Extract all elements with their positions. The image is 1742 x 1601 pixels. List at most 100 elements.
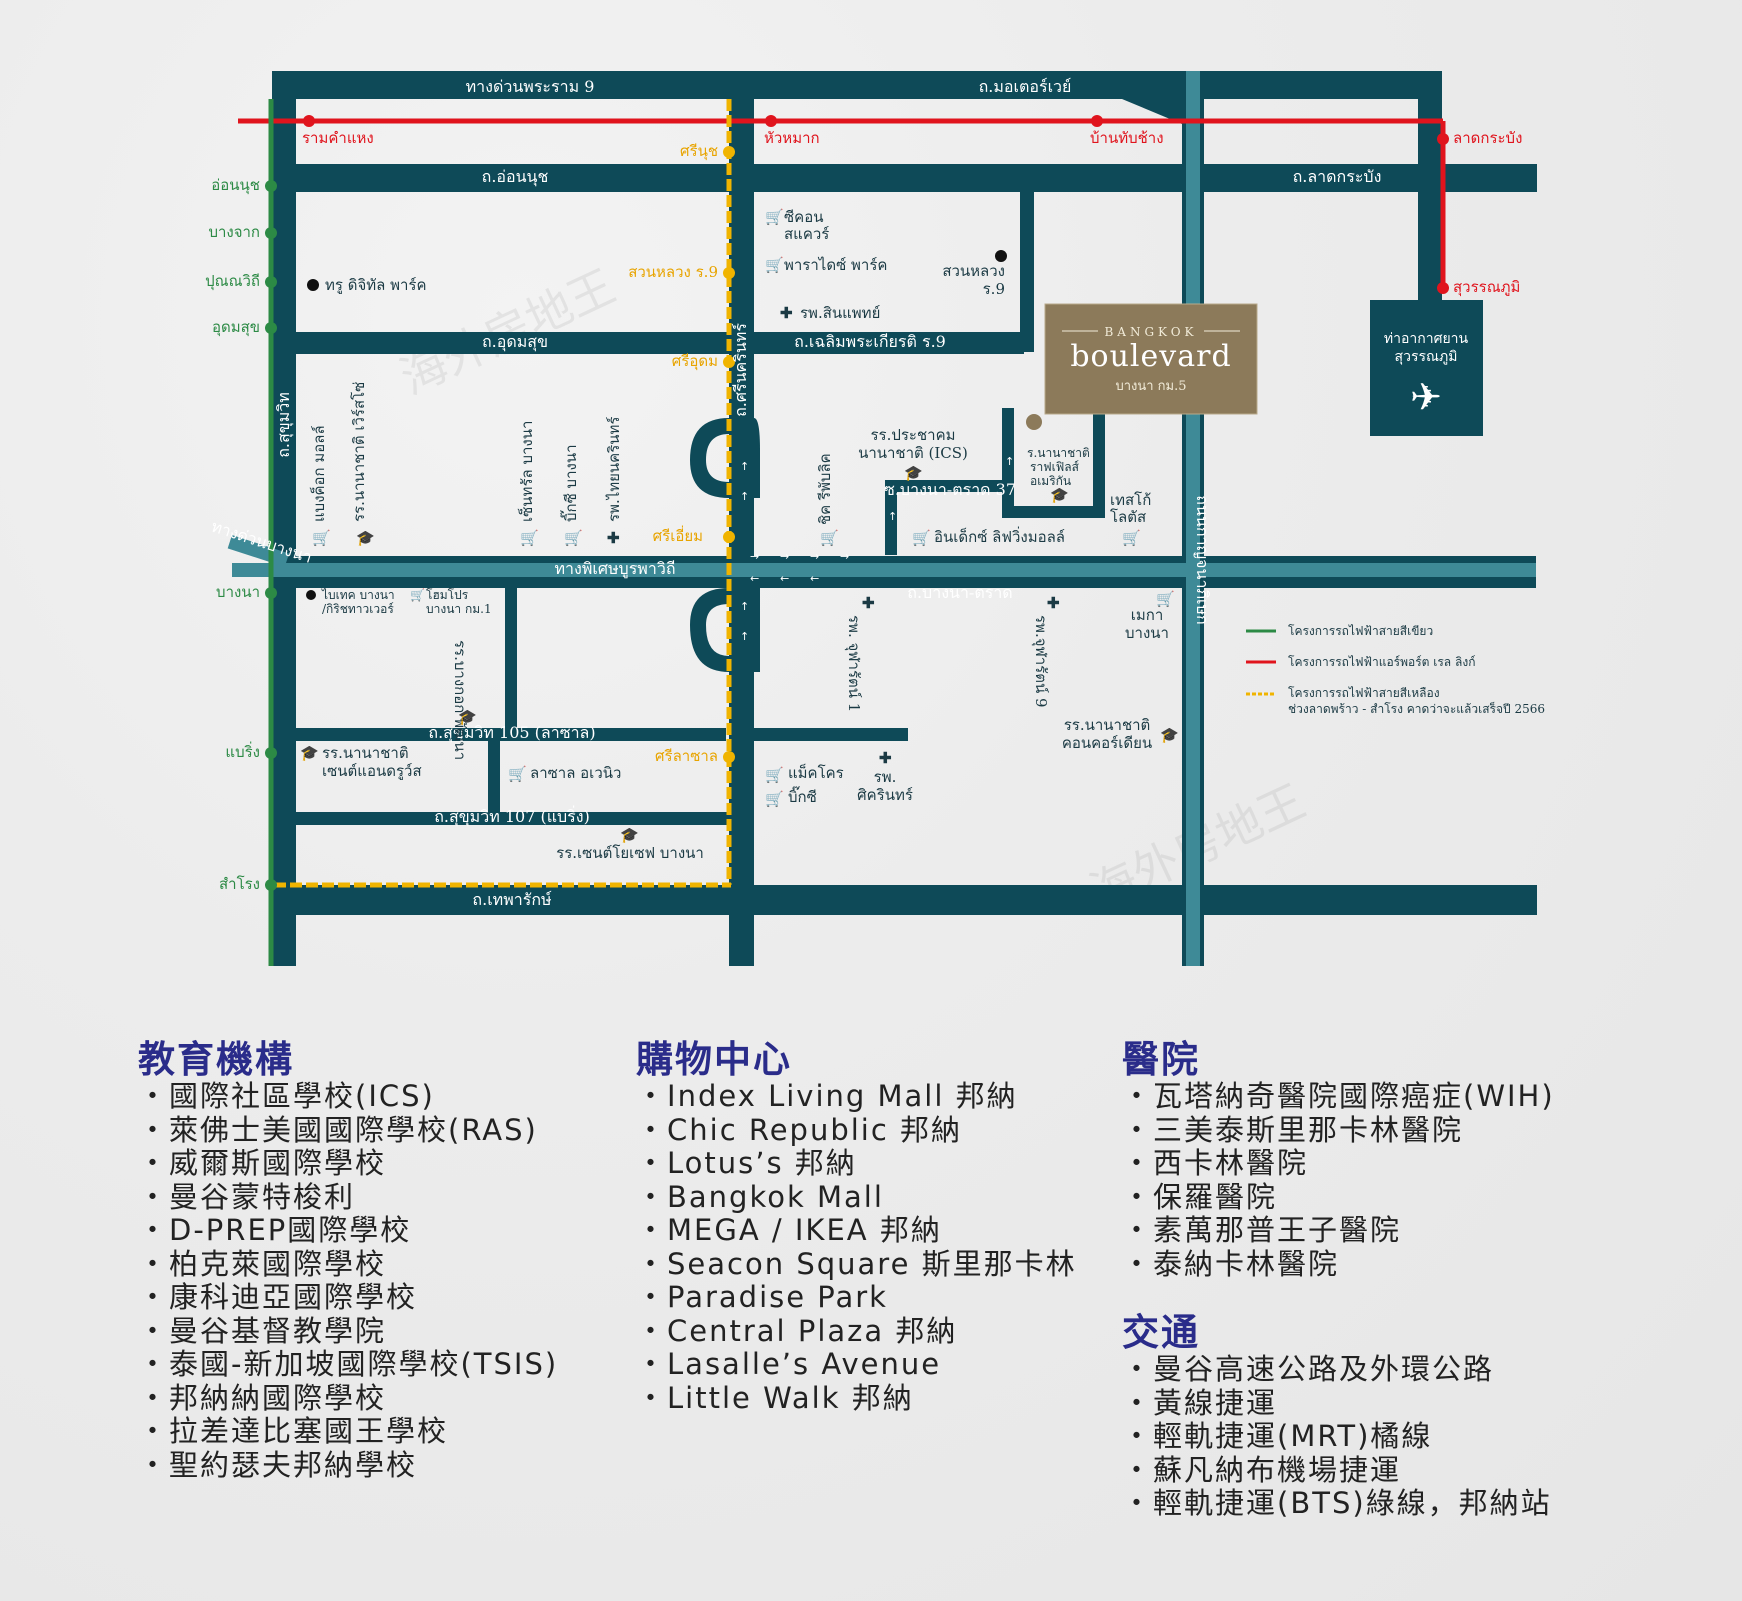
place-label: ท่าอากาศยาน bbox=[1384, 331, 1469, 347]
education-section: 教育機構 國際社區學校(ICS)萊佛士美國國際學校(RAS)威爾斯國際學校曼谷蒙… bbox=[138, 1040, 558, 1482]
hospital-list: 瓦塔納奇醫院國際癌症(WIH)三美泰斯里那卡林醫院西卡林醫院保羅醫院素萬那普王子… bbox=[1122, 1079, 1555, 1281]
cart-icon: 🛒 bbox=[765, 790, 784, 808]
road-label: ถ.เฉลิมพระเกียรติ ร.9 bbox=[794, 332, 946, 351]
station-dot bbox=[265, 276, 277, 288]
hospital-section: 醫院 瓦塔納奇醫院國際癌症(WIH)三美泰斯里那卡林醫院西卡林醫院保羅醫院素萬那… bbox=[1122, 1040, 1555, 1281]
place-label: เซ็นทรัล บางนา bbox=[517, 421, 536, 522]
station-label: ปุณณวิถี bbox=[205, 272, 260, 291]
road-bangna-spur bbox=[227, 535, 290, 567]
place-label: รพ. จุฬารัตน์ 1 bbox=[844, 615, 863, 712]
legend-yellow-note: ช่วงลาดพร้าว - สำโรง คาดว่าจะแล้วเสร็จปี… bbox=[1288, 701, 1545, 716]
road-soi37-h bbox=[885, 480, 1005, 492]
station-markers bbox=[265, 115, 1449, 891]
list-item: 泰國-新加坡國際學校(TSIS) bbox=[138, 1347, 558, 1382]
list-item: 曼谷高速公路及外環公路 bbox=[1122, 1352, 1552, 1387]
svg-text:↑: ↑ bbox=[740, 600, 749, 613]
list-item: 輕軌捷運(MRT)橘線 bbox=[1122, 1419, 1552, 1454]
road-sukhumvit bbox=[272, 71, 296, 966]
place-label: ชิค รีพับลิค bbox=[816, 453, 834, 525]
list-item: 保羅醫院 bbox=[1122, 1180, 1555, 1215]
station-dot bbox=[1437, 133, 1449, 145]
road-label: ถ.บางนา-ตราด bbox=[907, 583, 1012, 602]
place-label: พาราไดซ์ พาร์ค bbox=[784, 256, 887, 274]
hospital-icon: ✚ bbox=[607, 529, 620, 547]
place-label: บางนา bbox=[1125, 624, 1169, 642]
road-motorway-ramp bbox=[1122, 99, 1182, 124]
place-label: สวนหลวง bbox=[942, 262, 1005, 280]
hospital-icon: ✚ bbox=[879, 749, 892, 767]
school-icon: 🎓 bbox=[904, 464, 923, 482]
list-item: 柏克萊國際學校 bbox=[138, 1247, 558, 1282]
road-label: ทางด่วนพระราม 9 bbox=[466, 77, 595, 96]
road-soi-suanluang bbox=[1020, 192, 1034, 352]
station-dot bbox=[723, 531, 735, 543]
place-label: ร.นานาชาติ bbox=[1027, 446, 1090, 460]
road-label: ถ.มอเตอร์เวย์ bbox=[979, 77, 1072, 96]
list-item: MEGA / IKEA 邦納 bbox=[636, 1213, 1077, 1248]
cart-icon: 🛒 bbox=[765, 766, 784, 784]
station-label: ศรีลาซาล bbox=[655, 747, 718, 765]
road-label: ถนนกาญจนาภิเษก bbox=[1193, 495, 1212, 624]
list-item: Little Walk 邦納 bbox=[636, 1381, 1077, 1416]
place-label: แม็คโคร bbox=[788, 763, 844, 782]
place-label: รร.นานาชาติ เวิร์สโซ่ bbox=[350, 382, 368, 522]
place-label: ทรู ดิจิทัล พาร์ค bbox=[325, 276, 427, 294]
road-soi-a bbox=[505, 580, 517, 735]
station-dot bbox=[265, 227, 277, 239]
place-label: เทสโก้ bbox=[1110, 491, 1151, 509]
list-item: 拉差達比塞國王學校 bbox=[138, 1414, 558, 1449]
station-dot bbox=[265, 587, 277, 599]
road-label: ซ.บางนา-ตราด 37 bbox=[884, 480, 1016, 499]
place-label: รพ. bbox=[874, 768, 897, 786]
hospital-icon: ✚ bbox=[780, 304, 793, 322]
station-label: แบริ่ง bbox=[225, 741, 260, 761]
station-label: สำโรง bbox=[219, 875, 260, 893]
list-item: 輕軌捷運(BTS)綠線，邦納站 bbox=[1122, 1486, 1552, 1521]
svg-text:→: → bbox=[750, 550, 759, 563]
interchange-loop-ne bbox=[754, 418, 760, 498]
station-label: ศรีอุดม bbox=[672, 352, 718, 371]
list-item: 康科迪亞國際學校 bbox=[138, 1280, 558, 1315]
cart-icon: 🛒 bbox=[564, 529, 583, 547]
legend-red: โครงการรถไฟฟ้าแอร์พอร์ต เรล ลิงก์ bbox=[1288, 655, 1475, 669]
road-label: ถ.เทพารักษ์ bbox=[472, 890, 552, 909]
brand-box bbox=[1044, 303, 1258, 415]
cart-icon: 🛒 bbox=[1156, 590, 1175, 608]
station-label: หัวหมาก bbox=[764, 129, 820, 147]
shopping-section: 購物中心 Index Living Mall 邦納Chic Republic 邦… bbox=[636, 1040, 1077, 1415]
svg-text:↑: ↑ bbox=[740, 630, 749, 643]
station-label: อุดมสุข bbox=[212, 318, 260, 337]
list-item: 素萬那普王子醫院 bbox=[1122, 1213, 1555, 1248]
svg-text:→: → bbox=[840, 550, 849, 563]
place-label: ซีคอน bbox=[784, 208, 823, 226]
station-dot bbox=[765, 115, 777, 127]
station-dot bbox=[265, 322, 277, 334]
map-legend: โครงการรถไฟฟ้าสายสีเขียว โครงการรถไฟฟ้าแ… bbox=[1246, 624, 1545, 716]
station-dot bbox=[265, 747, 277, 759]
transport-list: 曼谷高速公路及外環公路黃線捷運輕軌捷運(MRT)橘線蘇凡納布機場捷運輕軌捷運(B… bbox=[1122, 1352, 1552, 1521]
list-item: Index Living Mall 邦納 bbox=[636, 1079, 1077, 1114]
road-label: ถ.ศรีนครินทร์ bbox=[731, 323, 750, 417]
place-label: ลาซาล อเวนิว bbox=[530, 764, 621, 782]
road-outer-ring-inner bbox=[1186, 71, 1200, 966]
transport-section: 交通 曼谷高速公路及外環公路黃線捷運輕軌捷運(MRT)橘線蘇凡納布機場捷運輕軌捷… bbox=[1122, 1313, 1552, 1521]
place-label: สแควร์ bbox=[784, 225, 829, 243]
place-label: บิ๊กซี bbox=[788, 786, 817, 806]
road-label: ทางพิเศษบูรพาวิถี bbox=[554, 559, 675, 579]
cart-icon: 🛒 bbox=[508, 765, 527, 783]
place-label: เซนต์แอนดรูว์ส bbox=[322, 762, 422, 780]
place-label: บิ๊กซี บางนา bbox=[560, 445, 580, 523]
list-item: 黃線捷運 bbox=[1122, 1386, 1552, 1421]
road-label: ถ.อุดมสุข bbox=[482, 332, 548, 352]
station-dot bbox=[265, 180, 277, 192]
list-item: 西卡林醫院 bbox=[1122, 1146, 1555, 1181]
list-item: 瓦塔納奇醫院國際癌症(WIH) bbox=[1122, 1079, 1555, 1114]
road-label: ถ.สุขุมวิท bbox=[274, 392, 294, 458]
hospital-icon: ✚ bbox=[862, 594, 875, 612]
road-label: ทางด่วนบางนา bbox=[209, 517, 314, 567]
transport-heading: 交通 bbox=[1122, 1311, 1200, 1354]
place-label: รร.นานาชาติ bbox=[322, 744, 409, 762]
road-label: ถ.อ่อนนุช bbox=[482, 167, 549, 187]
road-soi107 bbox=[296, 812, 729, 825]
list-item: D-PREP國際學校 bbox=[138, 1213, 558, 1248]
